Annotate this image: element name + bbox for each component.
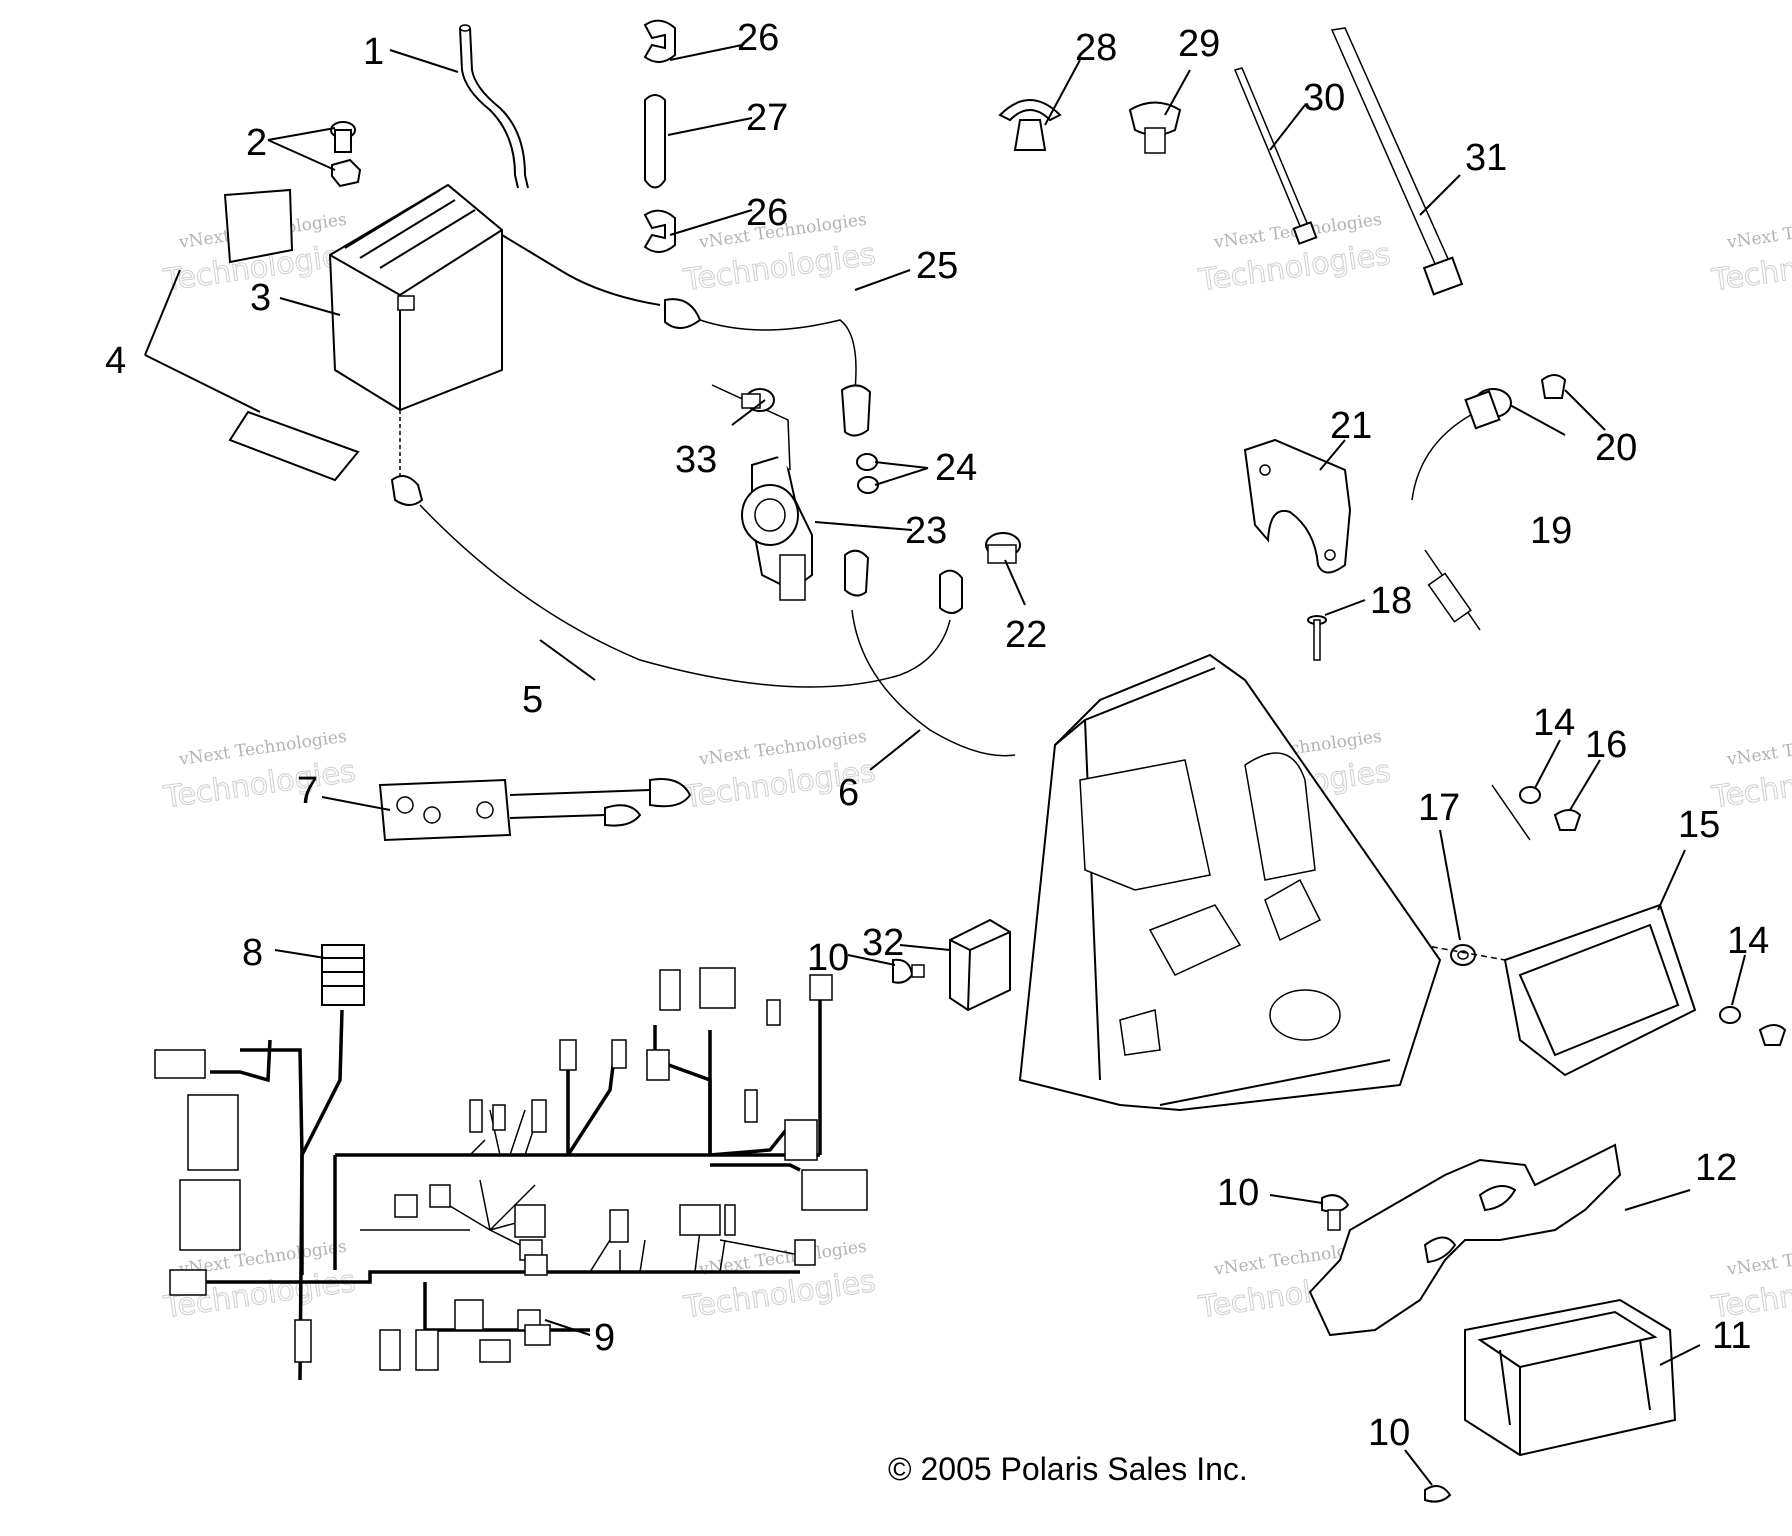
callout-16: 16 [1585, 724, 1627, 766]
callouts: 1 2 3 4 5 6 7 8 9 10 10 10 11 12 14 14 1… [105, 17, 1769, 1454]
callout-5: 5 [522, 679, 543, 721]
callout-22: 22 [1005, 614, 1047, 656]
callout-2: 2 [246, 122, 267, 164]
part-3-battery [328, 183, 661, 412]
watermark: vNext Technologies Technologies [1196, 210, 1394, 299]
callout-28: 28 [1075, 27, 1117, 69]
part-4-decal-labels [144, 188, 360, 482]
part-23-solenoid [741, 453, 813, 601]
callout-24: 24 [935, 447, 977, 489]
callout-29: 29 [1178, 23, 1220, 65]
callout-10: 10 [807, 937, 849, 979]
part-5-ground-cable [390, 410, 963, 688]
watermark-line1: vNext Technologies [1725, 1237, 1792, 1280]
callout-10b: 10 [1217, 1172, 1259, 1214]
part-11-ecu-box [1464, 1298, 1677, 1457]
part-8-wiring-harness [154, 944, 868, 1381]
callout-15: 15 [1678, 804, 1720, 846]
part-19-sensor [1411, 388, 1512, 631]
part-33-bolt [711, 384, 791, 471]
part-7-ground-strap [378, 778, 692, 842]
callout-7: 7 [297, 770, 318, 812]
part-10-screws [892, 958, 1452, 1503]
part-29-clip [1128, 101, 1182, 154]
part-20-screw [1540, 374, 1567, 399]
part-21-bracket [1243, 438, 1352, 574]
part-9-connector [524, 1324, 551, 1346]
part-24-nuts [856, 453, 879, 494]
callout-8: 8 [242, 932, 263, 974]
part-27-link [644, 94, 666, 189]
callout-12: 12 [1695, 1147, 1737, 1189]
callout-14: 14 [1533, 702, 1575, 744]
part-30-cable-tie [1233, 67, 1318, 245]
watermark: vNext Technologies Technologies [161, 727, 359, 816]
mounting-panel [1018, 653, 1442, 1112]
part-25-cable [664, 298, 872, 437]
part-22-bolt [985, 532, 1021, 564]
part-2-bolt-and-nut [330, 121, 362, 188]
callout-26b: 26 [746, 192, 788, 234]
callout-27: 27 [746, 97, 788, 139]
watermark-line1: vNext Technologies [1725, 727, 1792, 770]
callout-20: 20 [1595, 427, 1637, 469]
callout-6: 6 [838, 772, 859, 814]
callout-21: 21 [1330, 405, 1372, 447]
part-17-spacer [1450, 944, 1476, 966]
callout-18: 18 [1370, 580, 1412, 622]
callout-23: 23 [905, 510, 947, 552]
copyright-notice: © 2005 Polaris Sales Inc. [888, 1451, 1248, 1487]
watermark: vNext Technologies Technologies [681, 1237, 879, 1326]
callout-10c: 10 [1368, 1412, 1410, 1454]
callout-1: 1 [363, 31, 384, 73]
leader-lines [267, 44, 1746, 1486]
part-28-clip [998, 99, 1062, 151]
watermark: vNext Technologies Technologies [1709, 727, 1792, 816]
callout-9: 9 [594, 1317, 615, 1359]
callout-32: 32 [862, 922, 904, 964]
watermark: vNext Technologies Technologies [1709, 1237, 1792, 1326]
callout-11: 11 [1712, 1315, 1751, 1357]
part-18-rivet [1307, 615, 1327, 661]
callout-30: 30 [1303, 77, 1345, 119]
watermark-line1: vNext Technologies [1725, 210, 1792, 253]
callout-14b: 14 [1727, 920, 1769, 962]
callout-31: 31 [1465, 137, 1507, 179]
callout-3: 3 [250, 277, 271, 319]
callout-33: 33 [675, 439, 717, 481]
part-26-clips [643, 19, 676, 253]
callout-17: 17 [1418, 787, 1460, 829]
part-15-module-bracket [1421, 784, 1697, 1077]
callout-19: 19 [1530, 510, 1572, 552]
part-6-cable [844, 549, 1016, 757]
part-1-vent-tube [459, 24, 529, 189]
callout-25: 25 [916, 245, 958, 287]
callout-26: 26 [737, 17, 779, 59]
part-14-washers [1519, 786, 1741, 1024]
callout-4: 4 [105, 340, 126, 382]
watermark: vNext Technologies Technologies [1709, 210, 1792, 299]
part-12-mounting-plate [1308, 1143, 1622, 1337]
part-16-screws [1553, 809, 1787, 1046]
part-32-relay [949, 918, 1011, 1012]
